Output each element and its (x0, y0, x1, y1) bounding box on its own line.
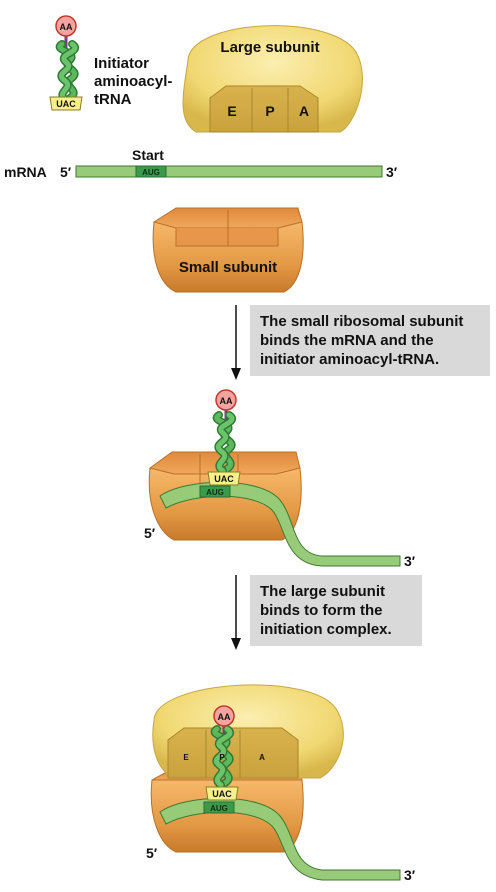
site-e-label: E (227, 103, 236, 119)
step-arrowhead-2 (231, 638, 241, 650)
initiator-trna-2: AA UAC (207, 389, 241, 486)
site-e-label-3: E (183, 753, 189, 762)
site-a-label-3: A (259, 753, 265, 762)
amino-acid-icon (55, 15, 77, 37)
site-a-label: A (299, 103, 309, 119)
start-codon-2 (199, 485, 231, 498)
initiator-label-1: Initiator (94, 55, 149, 72)
three-prime-label-2: 3′ (404, 553, 416, 569)
five-prime-label-1: 5′ (60, 164, 72, 180)
anticodon-label: UAC (214, 474, 234, 484)
five-prime-label-2: 5′ (144, 525, 156, 541)
five-prime-label-3: 5′ (146, 845, 158, 861)
three-prime-label-1: 3′ (386, 164, 398, 180)
aa-label: AA (218, 712, 231, 722)
site-p-label: P (265, 103, 274, 119)
step-caption-2: The large subunit binds to form the init… (250, 575, 422, 646)
initiator-trna-1: AA UAC (49, 15, 83, 111)
mrna-strand-3 (159, 797, 401, 881)
initiator-label-3: tRNA (94, 91, 132, 108)
site-p-label-3: P (219, 753, 225, 762)
mrna-strand-1 (75, 165, 383, 178)
aa-label: AA (220, 396, 233, 406)
aa-label: AA (60, 22, 73, 32)
amino-acid-icon (215, 389, 237, 411)
large-subunit-label: Large subunit (220, 39, 319, 56)
large-subunit-3 (152, 684, 344, 779)
start-label: Start (132, 147, 164, 163)
codon-label-1: AUG (142, 168, 160, 177)
start-codon-1 (135, 165, 167, 178)
small-subunit-1 (152, 207, 304, 293)
step-caption-1: The small ribosomal subunit binds the mR… (250, 305, 490, 376)
codon-label-3: AUG (210, 804, 228, 813)
mrna-strand-2 (159, 481, 401, 567)
step-arrowhead-1 (231, 368, 241, 380)
amino-acid-icon (213, 705, 235, 727)
initiator-trna-3: AA UAC (205, 705, 239, 801)
start-codon-3 (203, 801, 235, 814)
anticodon-label: UAC (56, 99, 76, 109)
three-prime-label-3: 3′ (404, 867, 416, 883)
small-subunit-label: Small subunit (179, 259, 277, 276)
mrna-label: mRNA (4, 164, 47, 180)
codon-label-2: AUG (206, 488, 224, 497)
initiator-label-2: aminoacyl- (94, 73, 172, 90)
large-subunit-1 (182, 25, 363, 133)
anticodon-label: UAC (212, 789, 232, 799)
